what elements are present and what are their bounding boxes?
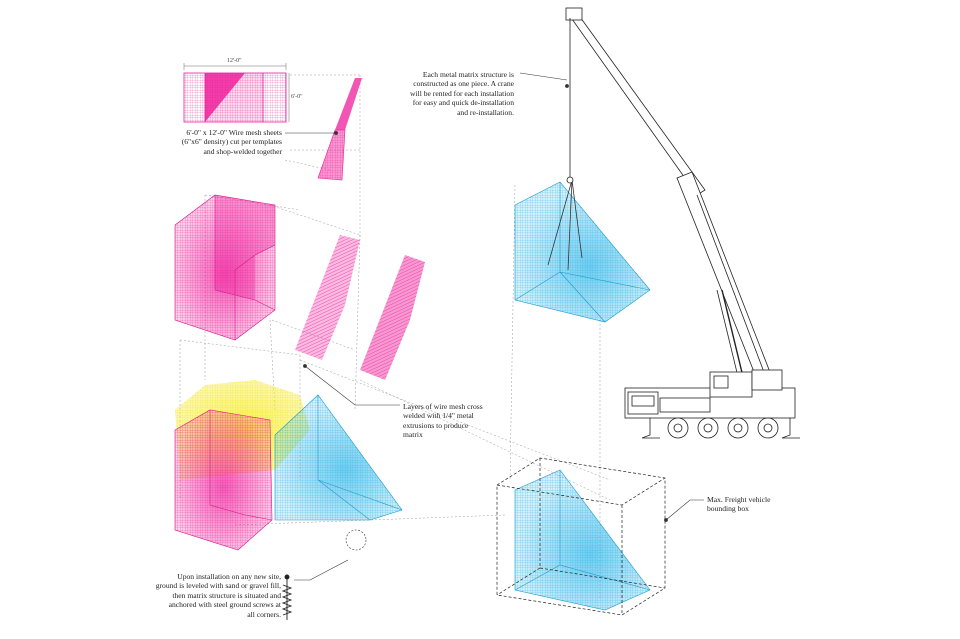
freight-note-line: Max. Freight vehicle [707, 495, 771, 504]
freight-note-line: bounding box [707, 504, 749, 514]
leader-crane [519, 72, 569, 88]
layers-note: Layers of wire mesh cross welded with 1/… [403, 402, 515, 440]
installation-note-line: anchored with steel ground screws at [168, 600, 281, 610]
layers-note-line: matrix [403, 430, 423, 440]
leader-mesh [285, 131, 338, 135]
cyan-structure-lifted [514, 179, 651, 323]
layers-note-line: extrusions to produce [403, 420, 469, 430]
crane-note-line: and re-installation. [457, 107, 514, 117]
ground-screw-icon [281, 574, 293, 620]
leader-freight [664, 499, 704, 522]
installation-note-line: then matrix structure is situated and [172, 590, 281, 600]
crane-note-line: Each metal matrix structure is [422, 70, 514, 79]
mesh-layers [295, 235, 425, 380]
leader-layers [303, 364, 400, 406]
freight-note: Max. Freight vehicle bounding box [707, 495, 807, 514]
mesh-sheets-line: 6'-0" x 12'-0" Wire mesh sheets [186, 128, 282, 137]
layers-note-line: Layers of wire mesh cross [403, 402, 483, 411]
crane-note-line: constructed as one piece. A crane [413, 79, 514, 89]
crane-note-line: will be rented for each installation [410, 88, 514, 98]
crane-note-line: for easy and quick de-installation [412, 98, 514, 108]
layers-note-line: welded with 1/4" metal [403, 411, 474, 421]
width-dimension: 12'-0" [227, 58, 242, 64]
assembled-structure [174, 380, 403, 551]
installation-note: Upon installation on any new site, groun… [153, 572, 281, 619]
mesh-sheets-line: and shop-welded together [203, 146, 282, 156]
mesh-sheet [183, 63, 290, 123]
installation-note-line: Upon installation on any new site, [177, 572, 281, 581]
crane-note: Each metal matrix structure is construct… [398, 70, 514, 117]
mesh-sheets-note: 6'-0" x 12'-0" Wire mesh sheets (6"x6" d… [160, 128, 282, 156]
magenta-structure-exploded [174, 194, 276, 341]
freight-bounding-box [496, 457, 666, 616]
height-dimension: 6'-0" [291, 94, 303, 100]
crane-truck-icon [565, 7, 800, 439]
installation-note-line: all corners. [247, 609, 281, 619]
ground-detail-callout [294, 529, 367, 581]
cut-templates [317, 78, 362, 181]
installation-note-line: ground is leveled with sand or gravel fi… [155, 581, 281, 591]
mesh-sheets-line: (6"x6" density) cut per templates [181, 137, 282, 147]
